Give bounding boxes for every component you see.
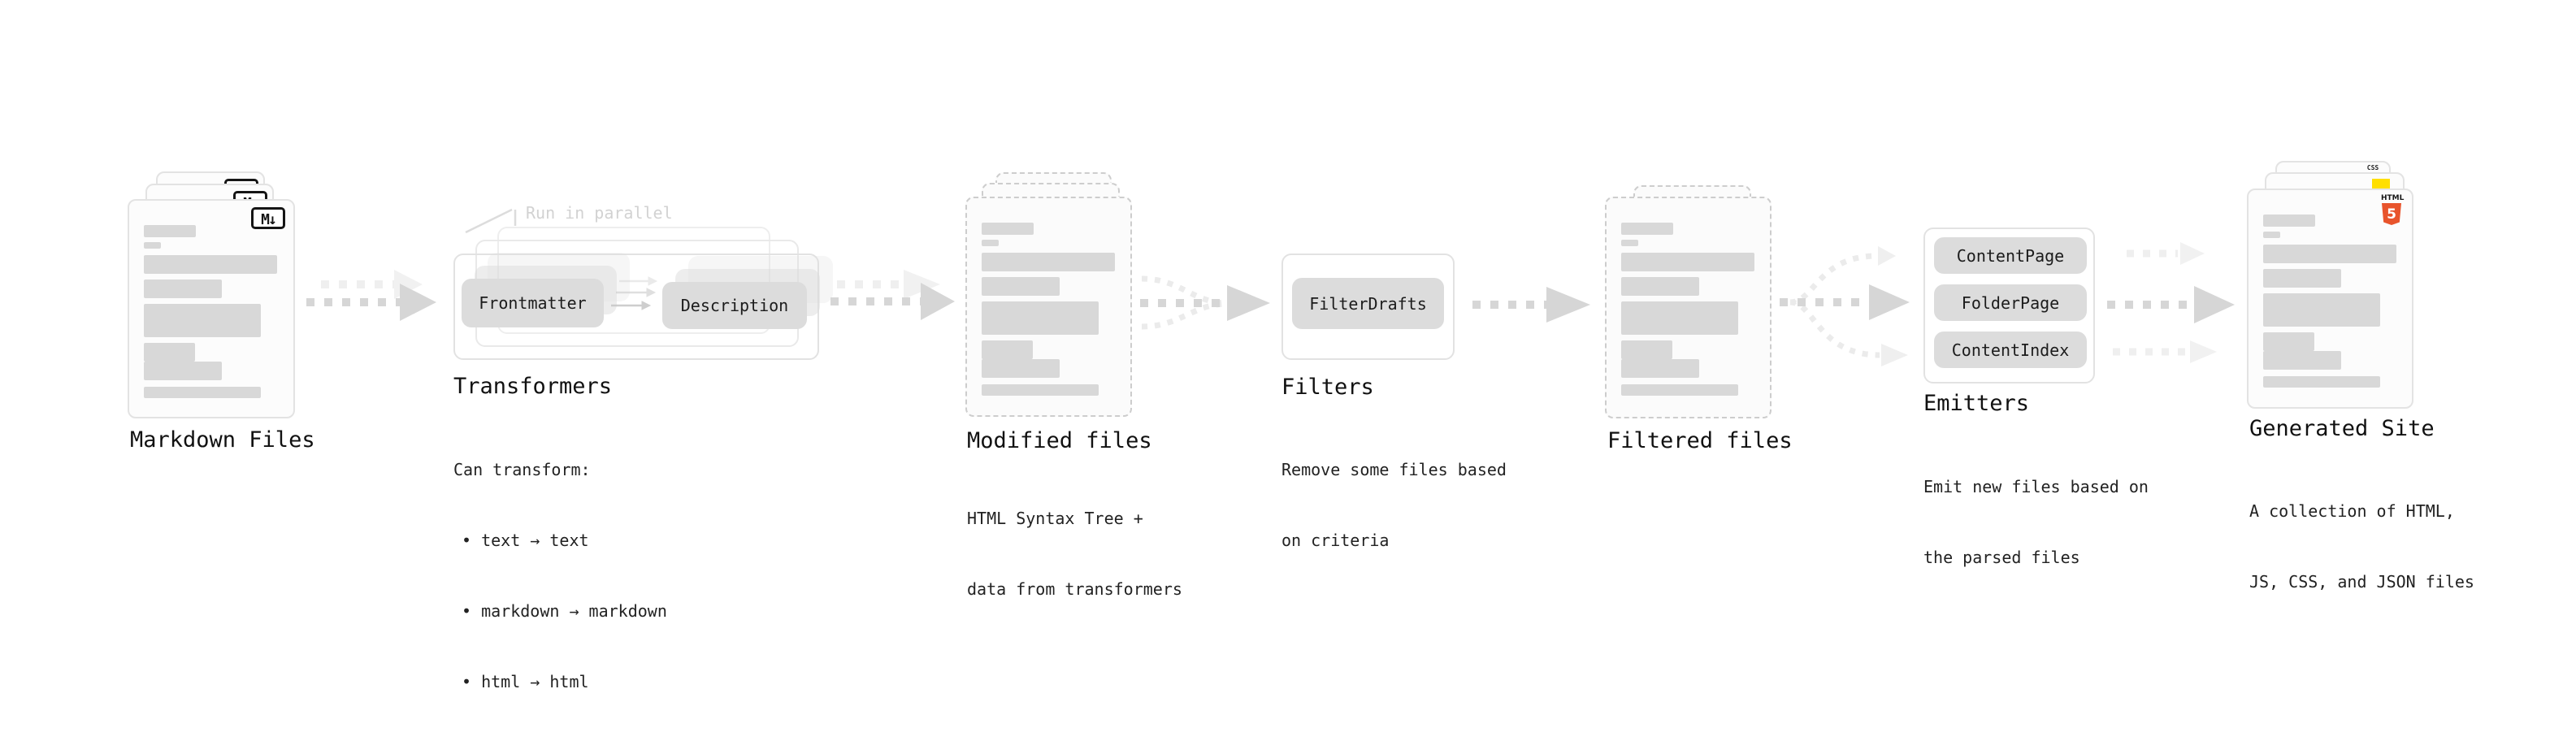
modified-file-card-front [965,197,1132,417]
emitters-desc-line: Emit new files based on [1923,477,2149,496]
run-in-parallel-annotation: Run in parallel [526,203,673,223]
doc-line [144,225,196,237]
generated-site-label: Generated Site [2249,416,2435,441]
doc-line [2263,376,2380,388]
html5-digit: 5 [2387,206,2396,223]
doc-line [982,359,1060,378]
doc-line [2263,351,2341,370]
doc-line [1621,301,1738,335]
contentindex-pill: ContentIndex [1934,332,2087,368]
arrow-emitters-to-site [2107,242,2235,363]
doc-line [982,240,999,246]
arrow-filtered-to-emitters [1780,246,1910,366]
folderpage-pill: FolderPage [1934,284,2087,321]
contentpage-pill: ContentPage [1934,237,2087,274]
doc-line [2263,269,2341,288]
html5-icon: HTML 5 [2381,194,2405,225]
doc-line [144,362,222,380]
generated-site-description: A collection of HTML, JS, CSS, and JSON … [2249,453,2474,641]
modified-files-label: Modified files [967,428,1152,453]
doc-line [1621,340,1672,359]
doc-line [2263,293,2380,327]
markdown-file-card-front: M↓ [128,199,295,418]
html5-shield: 5 [2382,203,2401,225]
doc-line [1621,277,1699,296]
filterdrafts-pill: FilterDrafts [1292,278,1444,329]
site-file-card-html: HTML 5 [2247,188,2413,409]
doc-line [982,340,1033,359]
transformers-label: Transformers [453,374,613,399]
run-in-parallel-leader-line [465,208,517,234]
doc-line [1621,240,1638,246]
arrow-transformers-to-modified [830,270,955,320]
doc-line [144,280,222,298]
transformers-bullet: • text → text [462,531,589,550]
transformers-desc-intro: Can transform: [453,460,591,479]
css-badge-text: CSS [2366,164,2379,171]
document-content-lines [2249,190,2412,407]
doc-line [1621,253,1754,271]
filters-desc-line: on criteria [1281,531,1390,550]
doc-line [982,301,1099,335]
doc-line [144,304,261,337]
emitters-description: Emit new files based on the parsed files [1923,428,2149,617]
emitters-frame [1923,228,2095,384]
js-file-icon [2372,179,2390,188]
filters-description: Remove some files based on criteria [1281,411,1507,600]
transformer-step-arrows [611,276,658,310]
doc-line [1621,359,1699,378]
document-content-lines [129,201,293,417]
doc-line [1621,384,1738,396]
doc-line [982,277,1060,296]
frontmatter-pill: Frontmatter [462,279,604,327]
doc-line [144,242,161,249]
transformers-bullet: • markdown → markdown [462,601,667,621]
document-content-lines [1607,198,1770,417]
html5-word: HTML [2381,194,2405,202]
filtered-files-label: Filtered files [1607,428,1793,453]
doc-line [144,343,195,362]
arrow-filters-to-filtered [1472,287,1590,323]
modified-files-desc-line: data from transformers [967,579,1182,599]
markdown-files-label: Markdown Files [130,427,315,453]
doc-line [982,253,1115,271]
emitters-label: Emitters [1923,391,2030,416]
emitters-desc-line: the parsed files [1923,548,2080,567]
filters-frame [1281,254,1455,360]
doc-line [982,384,1099,396]
filtered-file-card-front [1605,197,1772,418]
modified-files-description: HTML Syntax Tree + data from transformer… [967,460,1182,648]
doc-line [2263,245,2396,263]
filters-desc-line: Remove some files based [1281,460,1507,479]
pipeline-diagram: M↓ M↓ M↓ Markdown Files Frontmatter Desc… [128,161,2474,691]
doc-line [2263,332,2314,351]
doc-line [1621,223,1673,235]
doc-line [982,223,1034,235]
doc-line [2263,232,2280,238]
modified-files-desc-line: HTML Syntax Tree + [967,509,1143,528]
transformers-description: Can transform: • text → text • markdown … [453,411,667,741]
doc-line [144,255,277,274]
document-content-lines [967,198,1130,415]
generated-site-desc-line: A collection of HTML, [2249,501,2455,521]
transformers-bullet: • html → html [462,672,589,691]
doc-line [2263,214,2315,227]
description-pill: Description [662,282,807,329]
generated-site-desc-line: JS, CSS, and JSON files [2249,572,2474,592]
markdown-icon: M↓ [251,207,285,229]
arrow-modified-to-filters [1140,275,1270,330]
arrow-markdown-to-transformers [306,270,436,321]
filters-label: Filters [1281,375,1374,400]
doc-line [144,387,261,398]
